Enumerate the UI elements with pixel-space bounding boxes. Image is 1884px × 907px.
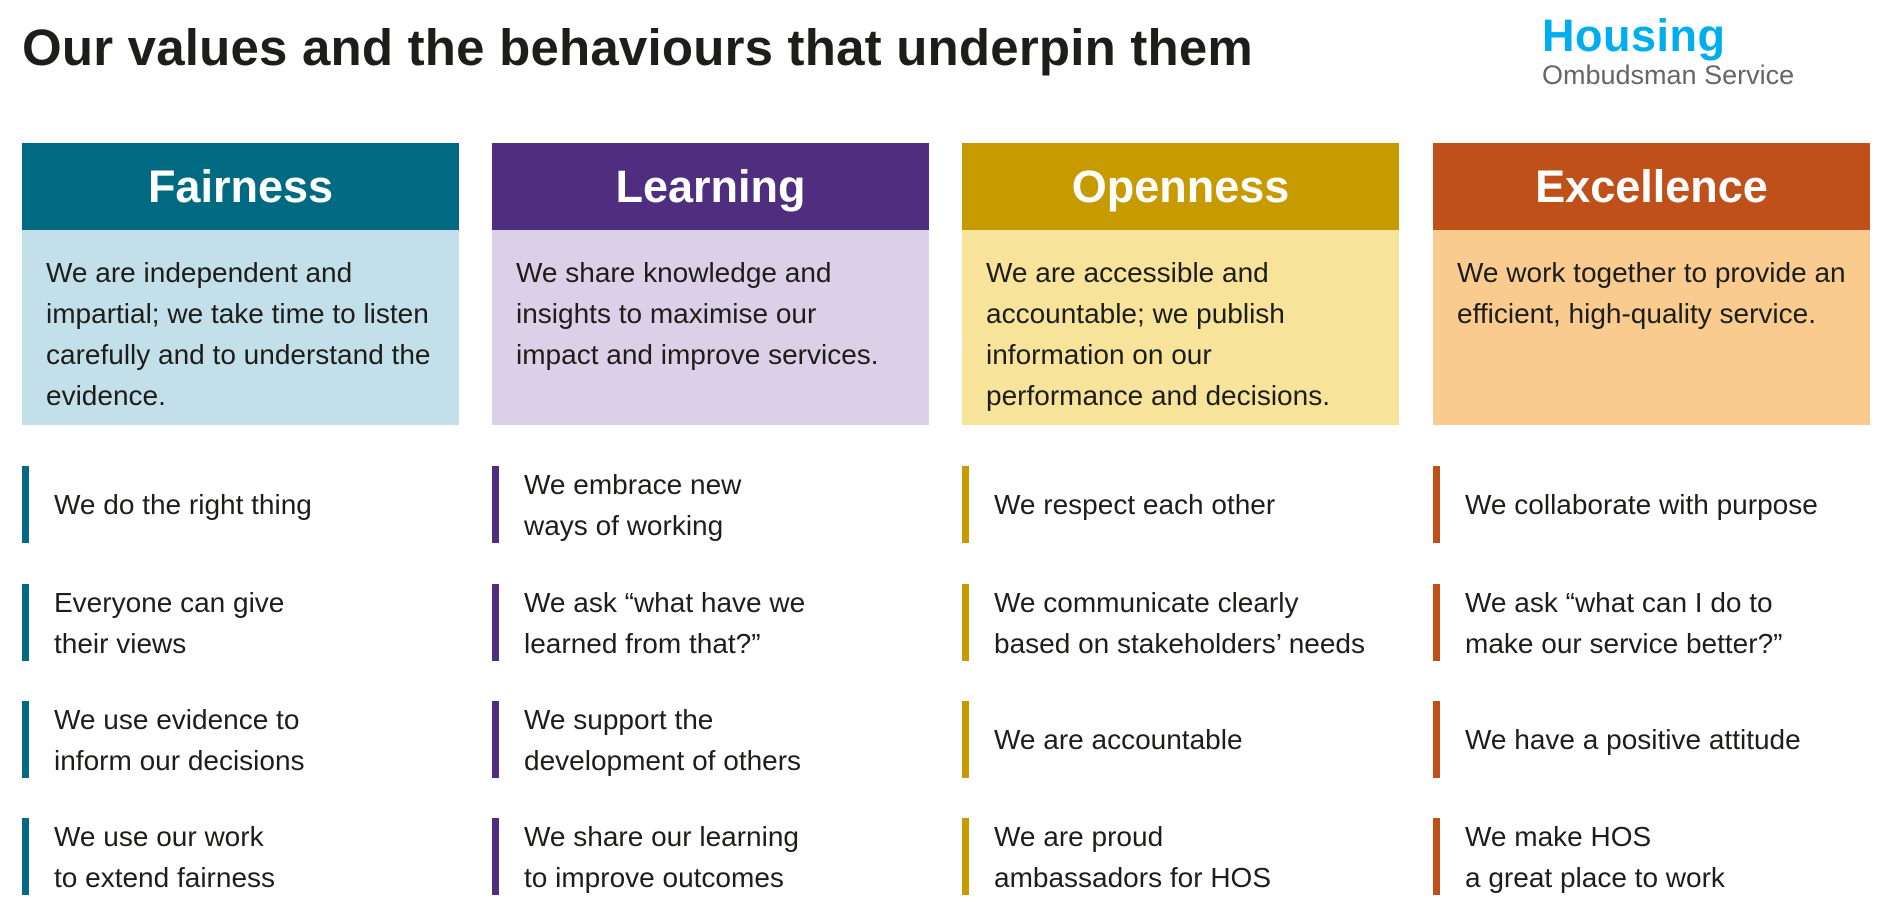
behaviour-text: We share our learning to improve outcome… <box>524 820 799 893</box>
accent-bar <box>22 818 29 895</box>
behaviour-item: We ask “what can I do to make our servic… <box>1433 584 1870 661</box>
behaviour-text: We are proud ambassadors for HOS <box>994 820 1271 893</box>
accent-bar <box>492 701 499 778</box>
value-column-excellence: Excellence We work together to provide a… <box>1433 143 1870 895</box>
behaviour-item: We use our work to extend fairness <box>22 818 459 895</box>
page-title: Our values and the behaviours that under… <box>22 19 1253 76</box>
accent-bar <box>1433 818 1440 895</box>
behaviour-text: Everyone can give their views <box>54 586 285 659</box>
behaviour-text: We ask “what have we learned from that?” <box>524 586 806 659</box>
behaviour-text: We are accountable <box>994 724 1243 755</box>
accent-bar <box>492 466 499 543</box>
behaviour-item: We embrace new ways of working <box>492 466 929 543</box>
behaviour-item: We communicate clearly based on stakehol… <box>962 584 1399 661</box>
behaviour-text: We collaborate with purpose <box>1465 489 1818 520</box>
accent-bar <box>22 466 29 543</box>
accent-bar <box>1433 584 1440 661</box>
behaviour-text: We use evidence to inform our decisions <box>54 703 305 776</box>
behaviour-text: We have a positive attitude <box>1465 724 1801 755</box>
value-description: We are accessible and accountable; we pu… <box>962 230 1399 425</box>
value-heading: Fairness <box>22 143 459 230</box>
behaviour-item: We support the development of others <box>492 701 929 778</box>
accent-bar <box>492 818 499 895</box>
logo-line-1: Housing <box>1542 10 1726 61</box>
behaviour-item: We collaborate with purpose <box>1433 466 1870 543</box>
accent-bar <box>22 584 29 661</box>
value-column-fairness: Fairness We are independent and impartia… <box>22 143 459 895</box>
accent-bar <box>22 701 29 778</box>
accent-bar <box>962 466 969 543</box>
accent-bar <box>962 584 969 661</box>
behaviour-item: We make HOS a great place to work <box>1433 818 1870 895</box>
behaviour-item: We are proud ambassadors for HOS <box>962 818 1399 895</box>
behaviour-text: We respect each other <box>994 489 1276 520</box>
behaviour-item: We are accountable <box>962 701 1399 778</box>
value-description: We share knowledge and insights to maxim… <box>492 230 929 425</box>
behaviour-text: We embrace new ways of working <box>524 468 742 541</box>
behaviour-item: We do the right thing <box>22 466 459 543</box>
behaviour-text: We do the right thing <box>54 489 312 520</box>
behaviour-text: We communicate clearly based on stakehol… <box>994 586 1365 659</box>
behaviour-item: We have a positive attitude <box>1433 701 1870 778</box>
behaviour-text: We make HOS a great place to work <box>1465 820 1725 893</box>
value-column-openness: Openness We are accessible and accountab… <box>962 143 1399 895</box>
value-description: We work together to provide an efficient… <box>1433 230 1870 425</box>
accent-bar <box>492 584 499 661</box>
behaviour-item: We ask “what have we learned from that?” <box>492 584 929 661</box>
behaviour-text: We use our work to extend fairness <box>54 820 276 893</box>
value-heading: Learning <box>492 143 929 230</box>
accent-bar <box>962 818 969 895</box>
value-column-learning: Learning We share knowledge and insights… <box>492 143 929 895</box>
accent-bar <box>1433 701 1440 778</box>
accent-bar <box>962 701 969 778</box>
value-heading: Openness <box>962 143 1399 230</box>
value-heading: Excellence <box>1433 143 1870 230</box>
behaviour-text: We support the development of others <box>524 703 802 776</box>
housing-ombudsman-logo: Housing Ombudsman Service <box>1542 10 1795 91</box>
behaviour-item: Everyone can give their views <box>22 584 459 661</box>
value-description: We are independent and impartial; we tak… <box>22 230 459 425</box>
behaviour-item: We use evidence to inform our decisions <box>22 701 459 778</box>
behaviour-text: We ask “what can I do to make our servic… <box>1465 586 1783 659</box>
logo-line-2: Ombudsman Service <box>1542 60 1795 90</box>
behaviour-item: We share our learning to improve outcome… <box>492 818 929 895</box>
accent-bar <box>1433 466 1440 543</box>
behaviour-item: We respect each other <box>962 466 1399 543</box>
